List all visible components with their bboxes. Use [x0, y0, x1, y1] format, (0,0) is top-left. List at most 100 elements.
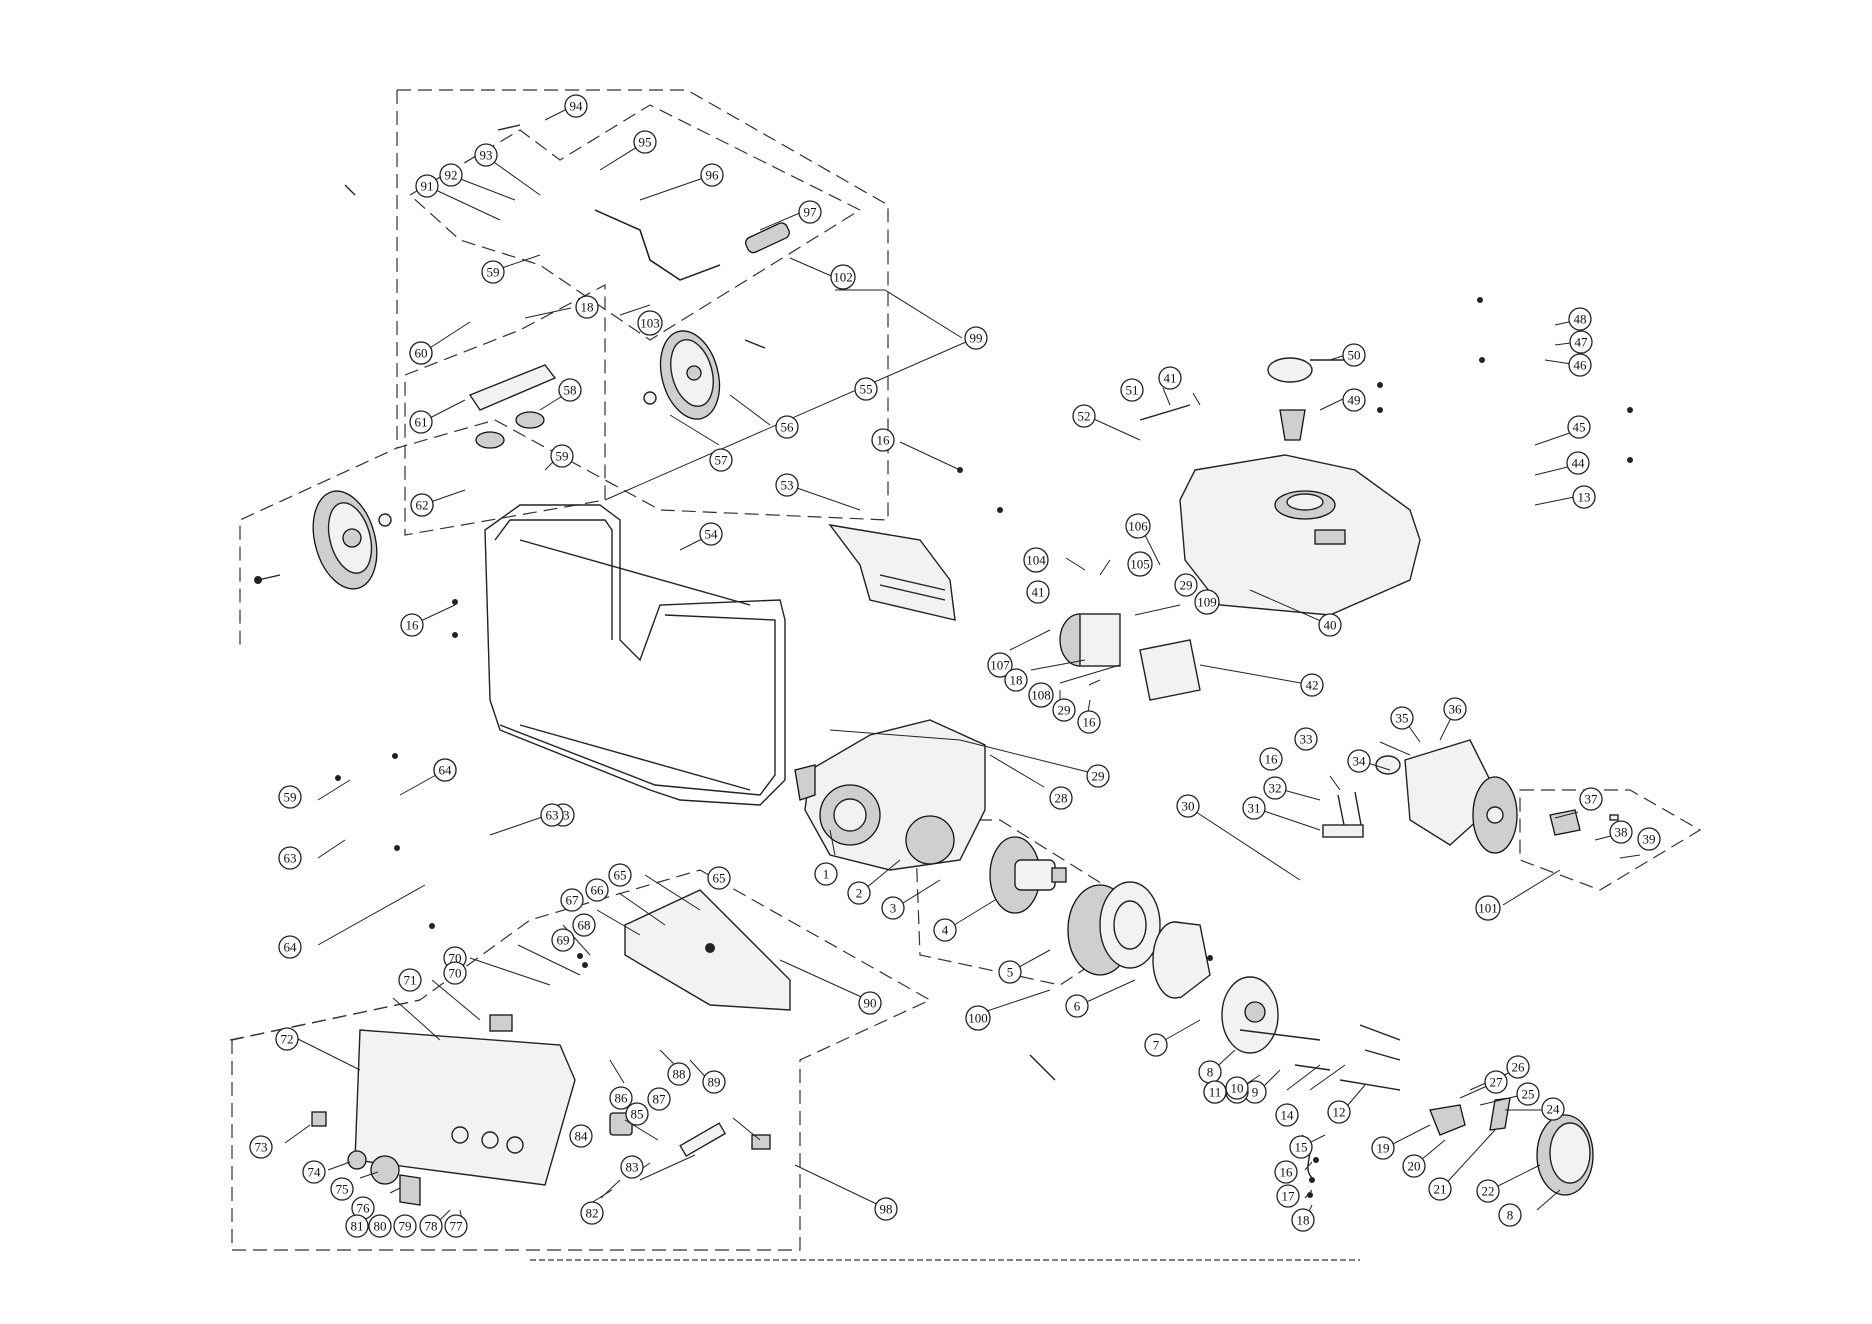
callout-label: 55 [860, 382, 873, 397]
callout-label: 56 [781, 420, 795, 435]
callout-60: 60 [409, 341, 433, 365]
callout-label: 60 [415, 346, 428, 361]
callout-label: 69 [557, 933, 570, 948]
callout-20: 20 [1402, 1154, 1426, 1178]
callout-label: 16 [1265, 752, 1279, 767]
callout-label: 98 [880, 1202, 893, 1217]
callout-59: 59 [550, 444, 574, 468]
callout-label: 37 [1585, 792, 1599, 807]
callout-33: 33 [1294, 727, 1318, 751]
callout-label: 5 [1007, 965, 1014, 980]
callout-53: 53 [775, 473, 799, 497]
callout-8: 8 [1198, 1060, 1222, 1084]
callout-label: 54 [705, 527, 719, 542]
callout-64: 64 [433, 758, 457, 782]
outlet-drawings [311, 1014, 513, 1206]
callout-label: 29 [1092, 769, 1105, 784]
wheel-left-drawing [254, 490, 392, 590]
callout-102: 102 [830, 264, 856, 290]
callout-2: 2 [847, 881, 871, 905]
callout-18: 18 [1004, 668, 1028, 692]
callout-64: 64 [278, 935, 302, 959]
callout-69: 69 [551, 928, 575, 952]
callout-label: 85 [631, 1107, 644, 1122]
callout-label: 99 [970, 331, 983, 346]
fuel-cap-drawing [1267, 357, 1313, 441]
callout-17: 17 [1276, 1184, 1300, 1208]
frame-drawing [484, 504, 786, 806]
callout-29: 29 [1174, 573, 1198, 597]
callout-label: 59 [556, 449, 569, 464]
callout-label: 84 [575, 1129, 589, 1144]
callout-63: 63 [278, 846, 302, 870]
callout-1: 1 [814, 862, 838, 886]
callout-59: 59 [278, 785, 302, 809]
callout-label: 74 [308, 1165, 322, 1180]
callout-label: 94 [570, 99, 584, 114]
callout-label: 83 [626, 1160, 639, 1175]
callout-label: 34 [1353, 754, 1367, 769]
callout-56: 56 [775, 415, 799, 439]
callout-25: 25 [1516, 1082, 1540, 1106]
callout-65: 65 [608, 863, 632, 887]
callout-58: 58 [558, 378, 582, 402]
callout-83: 83 [620, 1155, 644, 1179]
callout-label: 38 [1615, 825, 1628, 840]
callout-label: 57 [715, 453, 729, 468]
callout-87: 87 [647, 1087, 671, 1111]
callout-91: 91 [415, 174, 439, 198]
heat-shield-drawing [828, 524, 956, 621]
callout-100: 100 [965, 1005, 991, 1031]
callout-80: 80 [368, 1214, 392, 1238]
callout-label: 79 [399, 1219, 412, 1234]
callout-109: 109 [1194, 589, 1220, 615]
handle-drawing [594, 209, 790, 281]
brush-drawing [1489, 1097, 1511, 1131]
callout-label: 26 [1512, 1060, 1526, 1075]
callout-44: 44 [1566, 451, 1590, 475]
callout-label: 67 [566, 893, 580, 908]
callout-81: 81 [345, 1214, 369, 1238]
callout-label: 61 [415, 415, 428, 430]
callout-103: 103 [637, 310, 663, 336]
callout-73: 73 [249, 1135, 273, 1159]
callout-label: 70 [449, 966, 462, 981]
callout-98: 98 [874, 1197, 898, 1221]
callout-15: 15 [1289, 1135, 1313, 1159]
callout-5: 5 [998, 960, 1022, 984]
callout-label: 80 [374, 1219, 387, 1234]
callout-label: 36 [1449, 702, 1463, 717]
callout-99: 99 [964, 326, 988, 350]
callout-84: 84 [569, 1124, 593, 1148]
callout-108: 108 [1028, 682, 1054, 708]
callout-39: 39 [1637, 827, 1661, 851]
callout-46: 46 [1568, 353, 1592, 377]
callout-101: 101 [1475, 895, 1501, 921]
callout-label: 28 [1055, 791, 1068, 806]
callout-63: 63 [540, 803, 564, 827]
callout-95: 95 [633, 130, 657, 154]
callout-label: 62 [416, 498, 429, 513]
callout-label: 76 [357, 1201, 371, 1216]
callout-88: 88 [667, 1062, 691, 1086]
callout-label: 14 [1281, 1108, 1295, 1123]
callout-57: 57 [709, 448, 733, 472]
callout-label: 16 [877, 433, 891, 448]
callout-77: 77 [444, 1214, 468, 1238]
callout-label: 95 [639, 135, 652, 150]
callout-label: 29 [1180, 578, 1193, 593]
end-cover-drawing [1536, 1114, 1594, 1196]
callout-37: 37 [1579, 787, 1603, 811]
callout-4: 4 [933, 918, 957, 942]
callout-90: 90 [858, 991, 882, 1015]
callout-59: 59 [481, 260, 505, 284]
callout-31: 31 [1242, 796, 1266, 820]
callout-16: 16 [1259, 747, 1283, 771]
callout-92: 92 [439, 163, 463, 187]
callout-26: 26 [1506, 1055, 1530, 1079]
callout-28: 28 [1049, 786, 1073, 810]
callout-label: 22 [1482, 1184, 1495, 1199]
callout-27: 27 [1484, 1070, 1508, 1094]
wheel-right-drawing [643, 330, 766, 420]
